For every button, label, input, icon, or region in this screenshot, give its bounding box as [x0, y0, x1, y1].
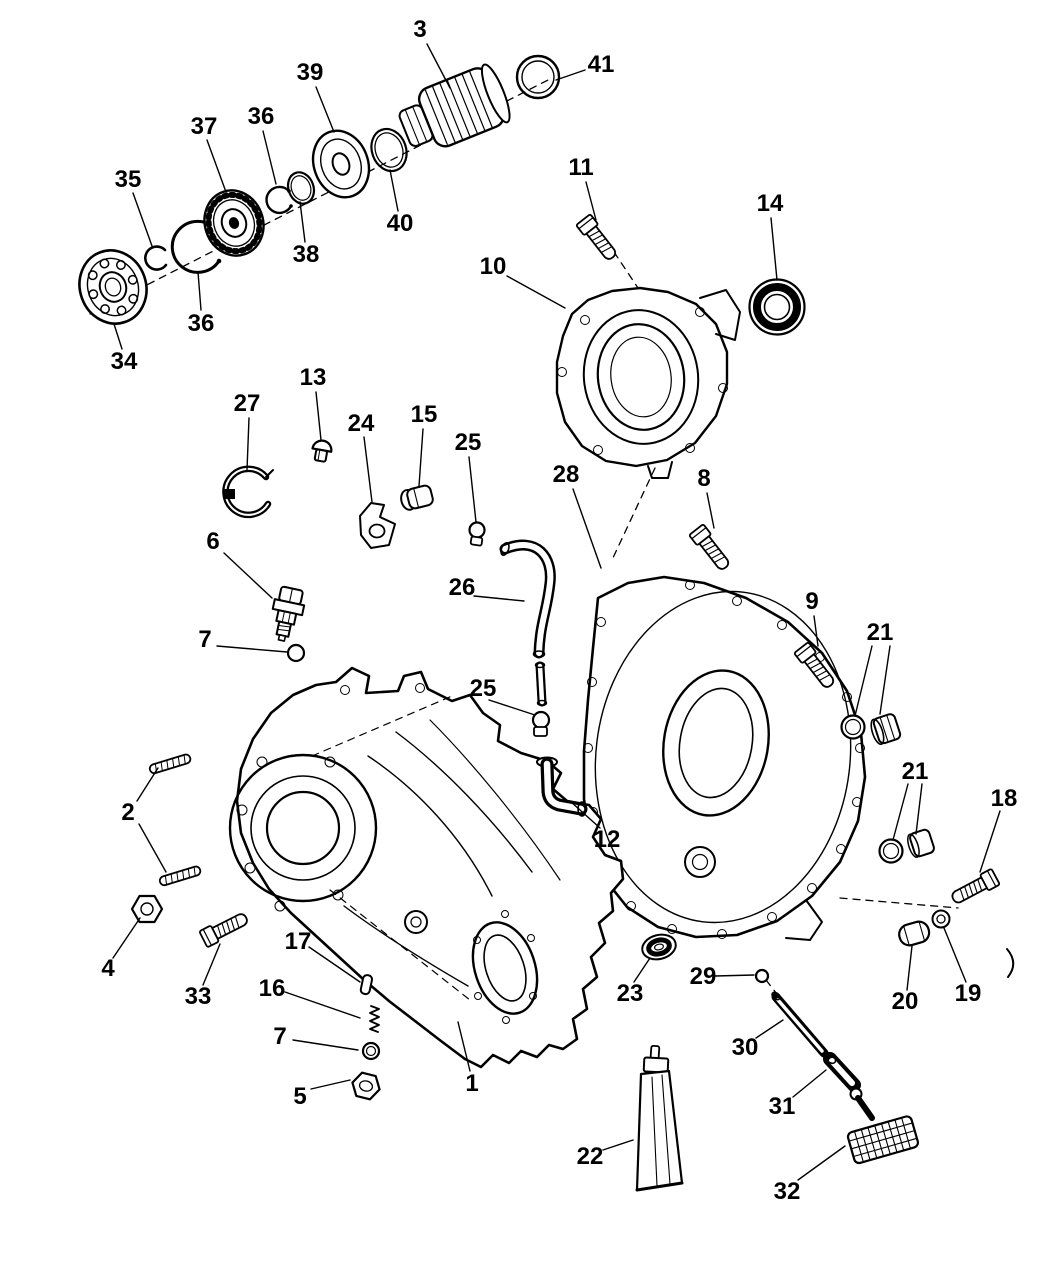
leader-lines [112, 43, 1001, 1181]
part-clamp-27 [222, 465, 274, 519]
callout-35: 35 [114, 166, 142, 193]
callout-36-a: 36 [247, 103, 275, 130]
callout-30: 30 [731, 1034, 759, 1061]
part-bearing-34 [78, 249, 148, 325]
part-bolt-18 [948, 867, 1001, 908]
callout-10: 10 [479, 253, 507, 280]
part-plug-5 [351, 1071, 381, 1101]
part-oring-29 [754, 968, 770, 984]
part-washer-23 [641, 933, 677, 961]
callout-36-b: 36 [187, 310, 215, 337]
callout-26: 26 [448, 574, 476, 601]
part-hose-26 [499, 539, 556, 707]
callout-14: 14 [756, 190, 784, 217]
callout-13: 13 [299, 364, 327, 391]
callout-37: 37 [190, 113, 218, 140]
part-rod-30 [771, 991, 829, 1058]
part-oring-7-upper [286, 643, 306, 663]
callout-34: 34 [110, 348, 138, 375]
callout-25-a: 25 [454, 429, 482, 456]
callout-21-a: 21 [866, 619, 894, 646]
callout-4: 4 [101, 955, 115, 982]
callout-11: 11 [568, 154, 594, 181]
callout-32: 32 [773, 1178, 801, 1205]
part-bolt-11 [575, 213, 621, 264]
part-fitting-25-upper [468, 521, 486, 547]
part-bushing-20 [898, 920, 931, 947]
callout-8: 8 [697, 465, 711, 492]
part-seal-plug-21-upper [840, 713, 902, 746]
callout-24: 24 [347, 410, 375, 437]
part-nut-4 [130, 894, 164, 924]
part-seal-14 [748, 278, 806, 336]
part-ring-41 [515, 54, 561, 100]
callout-20: 20 [891, 988, 919, 1015]
callout-9: 9 [805, 588, 819, 615]
part-bolt-8 [688, 523, 734, 574]
callout-2: 2 [121, 799, 135, 826]
part-rear-case-28 [582, 575, 867, 941]
callout-5: 5 [293, 1083, 307, 1110]
part-plug-13 [311, 439, 333, 463]
callout-18: 18 [990, 785, 1018, 812]
callout-33: 33 [184, 983, 212, 1010]
part-main-case-1 [228, 666, 625, 1069]
part-pin-17 [359, 974, 374, 996]
part-seal-39 [311, 129, 371, 199]
callout-3: 3 [413, 16, 427, 43]
part-bolt-33 [198, 908, 252, 949]
callout-38: 38 [292, 241, 320, 268]
part-switch-6 [271, 585, 306, 642]
callout-23: 23 [616, 980, 644, 1007]
part-fitting-25-lower [531, 710, 551, 737]
part-ring-38 [286, 171, 316, 205]
part-elbow-12 [536, 756, 588, 817]
part-stud-2a [147, 752, 193, 776]
callout-29: 29 [689, 963, 717, 990]
part-washer-19 [931, 909, 951, 929]
callout-25-b: 25 [469, 675, 497, 702]
callout-39: 39 [296, 59, 324, 86]
part-bracket-24 [359, 502, 396, 549]
callout-41: 41 [587, 51, 615, 78]
callout-28: 28 [552, 461, 580, 488]
part-snap-ring-35 [144, 245, 168, 271]
part-seal-plug-21-lower [878, 828, 935, 864]
part-stud-2b [157, 864, 203, 888]
part-shaft-3 [398, 63, 511, 148]
callout-7-b: 7 [273, 1023, 287, 1050]
callout-40: 40 [386, 210, 414, 237]
part-spring-16 [369, 1005, 380, 1033]
part-retainer-10 [555, 286, 741, 479]
part-sealant-tube-22 [635, 1044, 684, 1192]
callout-7-a: 7 [198, 626, 212, 653]
callout-16: 16 [258, 975, 286, 1002]
callout-1: 1 [465, 1070, 479, 1097]
callout-19: 19 [954, 980, 982, 1007]
part-bearing-37 [203, 189, 265, 257]
callout-27: 27 [233, 390, 261, 417]
part-connector-31 [823, 1051, 861, 1092]
part-oring-7-lower [361, 1041, 381, 1061]
part-lever-32 [846, 1087, 920, 1165]
callout-6: 6 [206, 528, 220, 555]
callout-31: 31 [768, 1093, 796, 1120]
part-valve-15 [400, 484, 434, 511]
callout-15: 15 [410, 401, 438, 428]
callout-21-b: 21 [901, 758, 929, 785]
margin-tick [1006, 948, 1015, 978]
callout-12: 12 [593, 826, 621, 853]
callout-17: 17 [284, 928, 312, 955]
callout-22: 22 [576, 1143, 604, 1170]
part-ring-40 [370, 127, 408, 173]
